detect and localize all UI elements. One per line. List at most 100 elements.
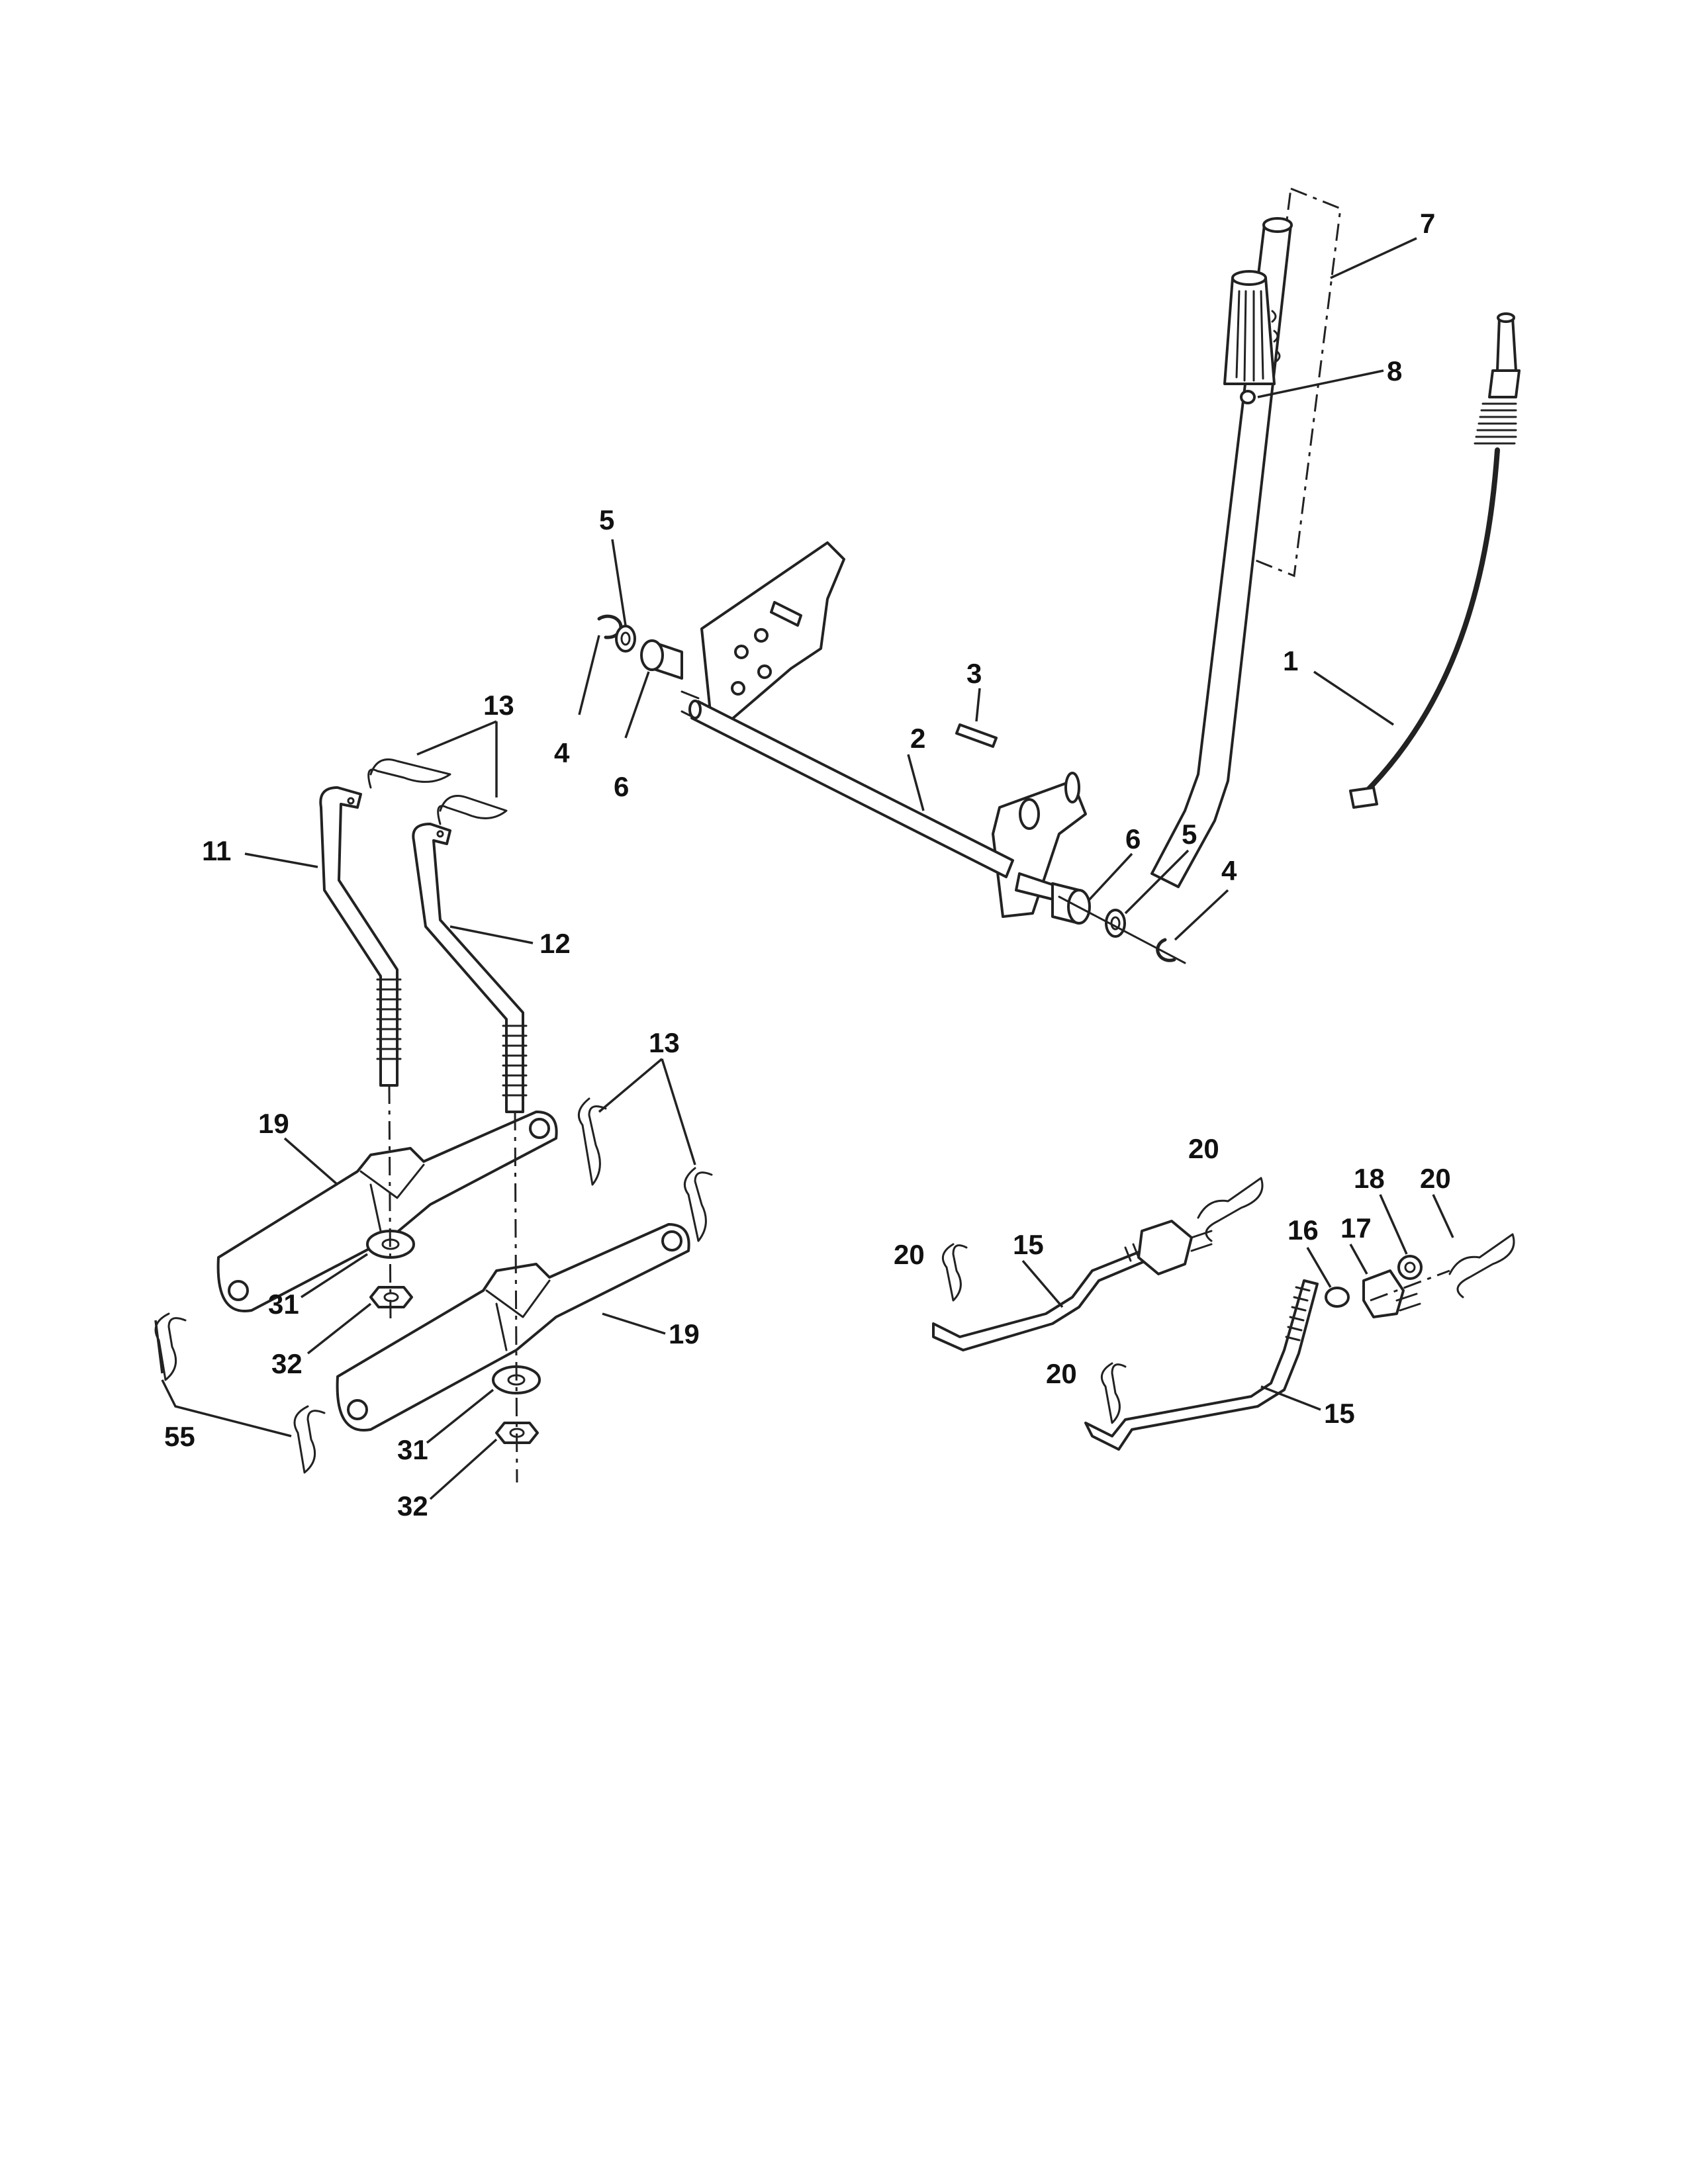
mounting-plate: [700, 541, 845, 729]
swivel-upper-bolt: [1190, 1230, 1213, 1252]
shaft-assembly: [680, 541, 1060, 901]
grip-top: [1231, 270, 1267, 286]
cable-pin-top: [1497, 312, 1515, 323]
leader-19b: [602, 1312, 666, 1335]
callout-20-lower: 20: [1046, 1358, 1077, 1389]
leader-6b: [1088, 852, 1133, 901]
nut-32-right: [495, 1422, 539, 1444]
lift-arms: [216, 1111, 690, 1432]
callout-19-lower: 19: [669, 1318, 700, 1349]
rod-alignment-line: [1370, 1269, 1450, 1302]
alignment-line-left: [388, 1085, 392, 1324]
leader-32a: [306, 1302, 372, 1355]
cable-end-fitting: [1349, 786, 1378, 809]
leader-12: [449, 925, 534, 944]
hairpin-clip-20-c: [1448, 1233, 1515, 1298]
callout-4-right: 4: [1221, 855, 1237, 886]
adjustment-rod-lower: [1084, 1279, 1319, 1451]
bracket-slot: [1064, 772, 1080, 803]
lift-link-right: [412, 823, 524, 1113]
leader-8: [1257, 369, 1384, 398]
lift-link-right-thread: [502, 1024, 528, 1097]
callout-6-right: 6: [1125, 823, 1141, 854]
adjustment-rod-upper: [932, 1243, 1163, 1351]
plate-hole-3: [757, 664, 772, 679]
leader-4b: [1174, 889, 1229, 941]
plate-hole-4: [731, 681, 745, 696]
leader-32b: [429, 1438, 498, 1500]
bushing-left-flange: [640, 639, 664, 671]
hairpin-clip-13-a: [367, 758, 451, 789]
arm-upper-channel: [359, 1163, 425, 1232]
lift-links: [319, 786, 528, 1113]
lever-top-opening: [1262, 217, 1293, 233]
grip-plug: [1240, 390, 1256, 404]
callout-17: 17: [1340, 1212, 1372, 1244]
callout-13-right: 13: [649, 1027, 680, 1058]
swivel-block-upper: [1137, 1220, 1193, 1275]
lift-arm-lower: [336, 1223, 690, 1432]
callout-5-right: 5: [1182, 819, 1197, 850]
leader-18: [1379, 1194, 1408, 1255]
hairpin-clip-13-d: [683, 1167, 713, 1242]
hairpin-clip-13-c: [577, 1097, 607, 1186]
hairpin-clip-20-b: [1197, 1177, 1264, 1242]
plate-slot: [770, 601, 802, 627]
grip-side-bumps: [1271, 310, 1281, 363]
lift-lever-assembly: [992, 187, 1342, 918]
leader-20c: [1432, 1194, 1454, 1238]
leader-lines: [154, 237, 1454, 1500]
leader-15a: [1021, 1259, 1064, 1308]
right-axis-line: [1058, 895, 1186, 964]
callout-20-right: 20: [1420, 1163, 1451, 1194]
grip-assembly: [1223, 270, 1281, 404]
lift-arm-upper: [216, 1111, 558, 1312]
roll-pin: [955, 723, 998, 748]
callout-7: 7: [1420, 208, 1435, 239]
callout-4-left: 4: [554, 737, 570, 768]
hairpin-clip-13-b: [437, 795, 508, 825]
bracket-hole: [1019, 798, 1040, 830]
plate-hole-2: [734, 645, 749, 659]
plate-hole-1: [754, 628, 769, 643]
washer-left-hole: [620, 631, 631, 646]
leader-17: [1349, 1244, 1368, 1275]
swivel-block-17: [1362, 1269, 1405, 1318]
leader-4a: [578, 635, 600, 715]
link-left-hole: [347, 797, 355, 805]
arm-lower-hole-left: [347, 1399, 368, 1420]
callout-32-lower: 32: [397, 1490, 428, 1522]
cable-ferrule: [1488, 369, 1521, 398]
arm-upper-hole-left: [228, 1280, 249, 1301]
callout-5-left: 5: [599, 504, 614, 535]
callout-3: 3: [966, 658, 982, 689]
callout-6-left: 6: [614, 771, 629, 802]
leader-16: [1306, 1247, 1332, 1288]
swivel-17-pin: [1395, 1293, 1421, 1312]
leader-11: [244, 852, 318, 868]
callout-31-upper: 31: [268, 1289, 299, 1320]
callout-15-upper: 15: [1013, 1229, 1044, 1260]
handle-grip: [1223, 277, 1276, 385]
callout-2: 2: [910, 723, 925, 754]
arm-upper-hole-right: [529, 1118, 550, 1139]
leader-1: [1313, 670, 1394, 726]
lift-lever-tube: [1150, 224, 1292, 888]
nut-32-left: [369, 1286, 413, 1308]
cable-end-pin: [1496, 316, 1517, 372]
callout-31-lower: 31: [397, 1434, 428, 1465]
leader-13a: [416, 720, 498, 797]
callout-19-upper: 19: [258, 1108, 289, 1139]
leader-13b: [598, 1058, 696, 1165]
callout-16: 16: [1288, 1214, 1319, 1246]
callout-11: 11: [202, 835, 231, 866]
leader-5b: [1124, 849, 1190, 915]
leader-3: [975, 688, 981, 722]
e-clip-right: [1156, 938, 1176, 962]
callout-1: 1: [1283, 645, 1298, 676]
nut-18: [1397, 1255, 1423, 1280]
left-hardware: [597, 614, 683, 680]
callout-55: 55: [164, 1421, 195, 1452]
callout-13-top: 13: [483, 690, 514, 721]
